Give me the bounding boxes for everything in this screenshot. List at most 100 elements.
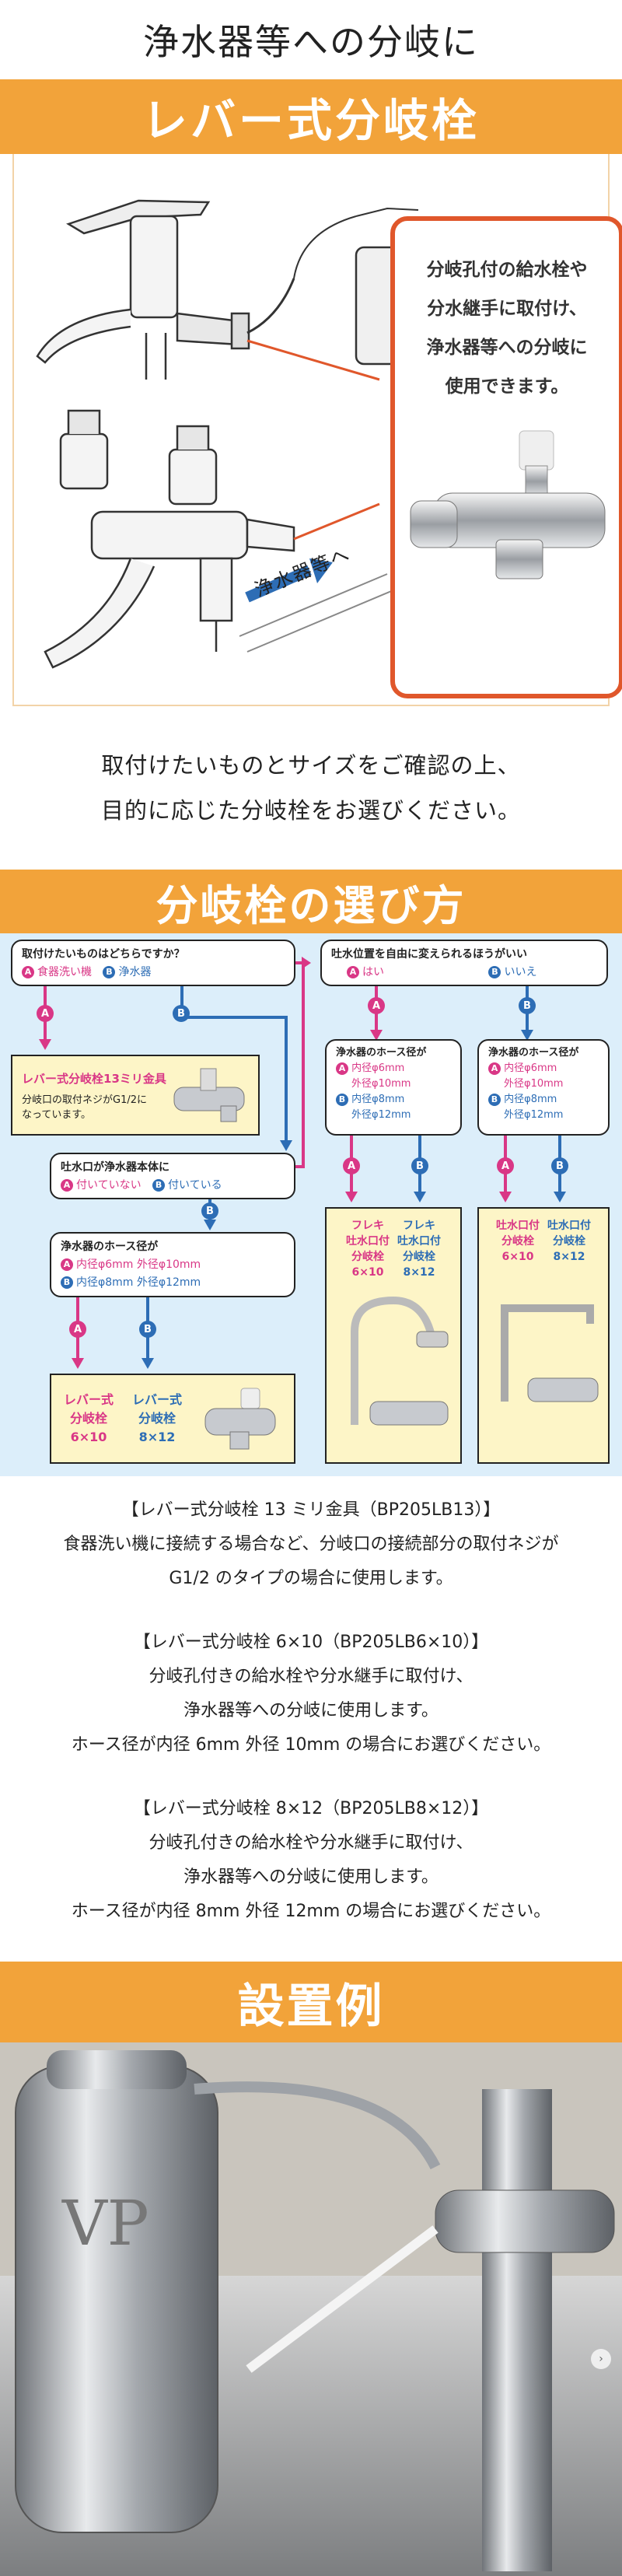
filter-brand-text: VP	[61, 2187, 149, 2259]
flow-b-icon: B	[173, 1005, 190, 1022]
callout-text: 分岐孔付の給水栓や 分水継手に取付け、 浄水器等への分岐に 使用できます。	[426, 260, 588, 397]
result-13mm-note: 分岐口の取付ネジがG1/2に	[22, 1094, 147, 1106]
lever-illustration-panel: 浄水器等へ 分岐孔付の給水栓や 分水継手に取付け、 浄水器等への分岐に 使用でき…	[12, 154, 622, 706]
description-line: 浄水器等への分岐に使用します。	[183, 1867, 439, 1887]
result-lever-8x12: レバー式 分岐栓 8×12	[131, 1392, 182, 1444]
result-flex-8x12: フレキ 吐水口付 分岐栓 8×12	[397, 1220, 441, 1279]
q5b-option-b1: 内径φ8mm	[504, 1094, 557, 1105]
intro-line-1: 取付けたいものとサイズをご確認の上、	[101, 752, 521, 779]
branch-13mm-product-image	[173, 1068, 245, 1122]
flow-a-icon: A	[343, 1157, 360, 1174]
q4-option-a: はい	[362, 966, 384, 978]
question-5b-box: 浄水器のホース径が A 内径φ6mm 外径φ10mm B 内径φ8mm 外径φ1…	[477, 1039, 610, 1136]
badge-a-icon: A	[336, 1062, 348, 1075]
top-title: 浄水器等への分岐に	[143, 21, 479, 63]
flow-b-icon: B	[551, 1157, 568, 1174]
q5a-option-a2: 外径φ10mm	[351, 1078, 411, 1090]
description-line: 分岐孔付きの給水栓や分水継手に取付け、	[149, 1667, 473, 1686]
result-flex-box: フレキ 吐水口付 分岐栓 6×10 フレキ 吐水口付 分岐栓 8×12	[325, 1207, 462, 1464]
installation-scene: VP	[0, 2042, 622, 2576]
install-example-title: 設置例	[0, 1962, 622, 2042]
description-line: 浄水器等への分岐に使用します。	[183, 1701, 439, 1720]
description-13mm: 【レバー式分岐栓 13 ミリ金具（BP205LB13）】 食器洗い機に接続する場…	[0, 1493, 622, 1596]
flow-a-icon: A	[37, 1005, 54, 1022]
flow-b-icon: B	[411, 1157, 428, 1174]
q5b-option-a2: 外径φ10mm	[504, 1078, 564, 1090]
description-line: 食器洗い機に接続する場合など、分岐口の接続部分の取付ネジが	[63, 1535, 559, 1554]
callout-box: 分岐孔付の給水栓や 分水継手に取付け、 浄水器等への分岐に 使用できます。	[390, 216, 622, 698]
q2-option-b: 付いている	[168, 1179, 222, 1192]
description-8x12: 【レバー式分岐栓 8×12（BP205LB8×12）】 分岐孔付きの給水栓や分水…	[0, 1792, 622, 1929]
question-5a-text: 浄水器のホース径が	[336, 1047, 427, 1059]
branch-tap-product-image	[410, 430, 606, 579]
result-spout-box: 吐水口付 分岐栓 6×10 吐水口付 分岐栓 8×12	[477, 1207, 610, 1464]
badge-b-icon: B	[152, 1179, 166, 1192]
flow-a-icon: A	[368, 997, 385, 1014]
question-4-text: 吐水位置を自由に変えられるほうがいい	[331, 948, 527, 961]
badge-b-icon: B	[103, 966, 116, 978]
faucet-illustration	[36, 199, 418, 669]
result-left-box: レバー式 分岐栓 6×10 レバー式 分岐栓 8×12	[50, 1374, 295, 1464]
result-13mm-title: レバー式分岐栓13ミリ金具	[22, 1071, 166, 1086]
description-line: ホース径が内径 8mm 外径 12mm の場合にお選びください。	[71, 1902, 551, 1921]
result-lever-6x10: レバー式 分岐栓 6×10	[63, 1392, 114, 1444]
q5a-option-b1: 内径φ8mm	[351, 1094, 405, 1105]
intro-text: 取付けたいものとサイズをご確認の上、 目的に応じた分岐栓をお選びください。	[0, 706, 622, 870]
q1-option-a: 食器洗い機	[37, 966, 92, 978]
product-descriptions: 【レバー式分岐栓 13 ミリ金具（BP205LB13）】 食器洗い機に接続する場…	[0, 1476, 622, 1929]
badge-a-icon: A	[61, 1179, 73, 1192]
description-line: ホース径が内径 6mm 外径 10mm の場合にお選びください。	[71, 1735, 551, 1755]
badge-b-icon: B	[488, 1094, 501, 1106]
question-3-text: 浄水器のホース径が	[61, 1241, 159, 1253]
badge-a-icon: A	[347, 966, 359, 978]
description-line: G1/2 のタイプの場合に使用します。	[169, 1569, 453, 1588]
flow-b-icon: B	[139, 1321, 156, 1338]
result-spout-8x12: 吐水口付 分岐栓 8×12	[547, 1220, 591, 1263]
question-5b-text: 浄水器のホース径が	[488, 1047, 579, 1059]
next-image-icon[interactable]: ›	[591, 2349, 611, 2369]
question-1-text: 取付けたいものはどちらですか？	[22, 948, 185, 961]
badge-a-icon: A	[22, 966, 34, 978]
description-title: 【レバー式分岐栓 6×10（BP205LB6×10）】	[133, 1633, 489, 1652]
q3-option-a: 内径φ6mm 外径φ10mm	[76, 1258, 201, 1271]
flow-a-icon: A	[497, 1157, 514, 1174]
q3-option-b: 内径φ8mm 外径φ12mm	[76, 1276, 201, 1289]
result-flex-6x10: フレキ 吐水口付 分岐栓 6×10	[346, 1220, 390, 1279]
installation-photo: VP ›	[0, 2042, 622, 2576]
flow-b-icon: B	[519, 997, 536, 1014]
question-2-text: 吐水口が浄水器本体に	[61, 1161, 169, 1174]
q1-option-b: 浄水器	[118, 966, 152, 978]
lever-tap-title: レバー式分岐栓	[0, 79, 622, 154]
q5b-option-b2: 外径φ12mm	[504, 1109, 564, 1121]
lever-tap-product-image	[204, 1388, 276, 1450]
question-5a-box: 浄水器のホース径が A 内径φ6mm 外径φ10mm B 内径φ8mm 外径φ1…	[325, 1039, 462, 1136]
result-13mm-box: レバー式分岐栓13ミリ金具 分岐口の取付ネジがG1/2に なっています。	[11, 1055, 260, 1136]
badge-b-icon: B	[336, 1094, 348, 1106]
q5b-option-a1: 内径φ6mm	[504, 1062, 557, 1074]
choose-title: 分岐栓の選び方	[0, 870, 622, 933]
description-line: 分岐孔付きの給水栓や分水継手に取付け、	[149, 1833, 473, 1853]
badge-a-icon: A	[61, 1258, 73, 1271]
description-title: 【レバー式分岐栓 13 ミリ金具（BP205LB13）】	[121, 1500, 501, 1520]
badge-a-icon: A	[488, 1062, 501, 1075]
flow-b-icon: B	[201, 1202, 218, 1220]
flex-spout-product-image	[351, 1296, 449, 1426]
q2-option-a: 付いていない	[76, 1179, 142, 1192]
spout-product-image	[501, 1304, 599, 1402]
badge-b-icon: B	[61, 1276, 73, 1289]
q5a-option-a1: 内径φ6mm	[351, 1062, 405, 1074]
description-title: 【レバー式分岐栓 8×12（BP205LB8×12）】	[133, 1799, 489, 1818]
result-13mm-note-2: なっています。	[22, 1108, 92, 1121]
flow-a-icon: A	[69, 1321, 86, 1338]
intro-line-2: 目的に応じた分岐栓をお選びください。	[100, 797, 521, 824]
description-6x10: 【レバー式分岐栓 6×10（BP205LB6×10）】 分岐孔付きの給水栓や分水…	[0, 1626, 622, 1762]
badge-b-icon: B	[488, 966, 501, 978]
q5a-option-b2: 外径φ12mm	[351, 1109, 411, 1121]
q4-option-b: いいえ	[504, 966, 537, 978]
